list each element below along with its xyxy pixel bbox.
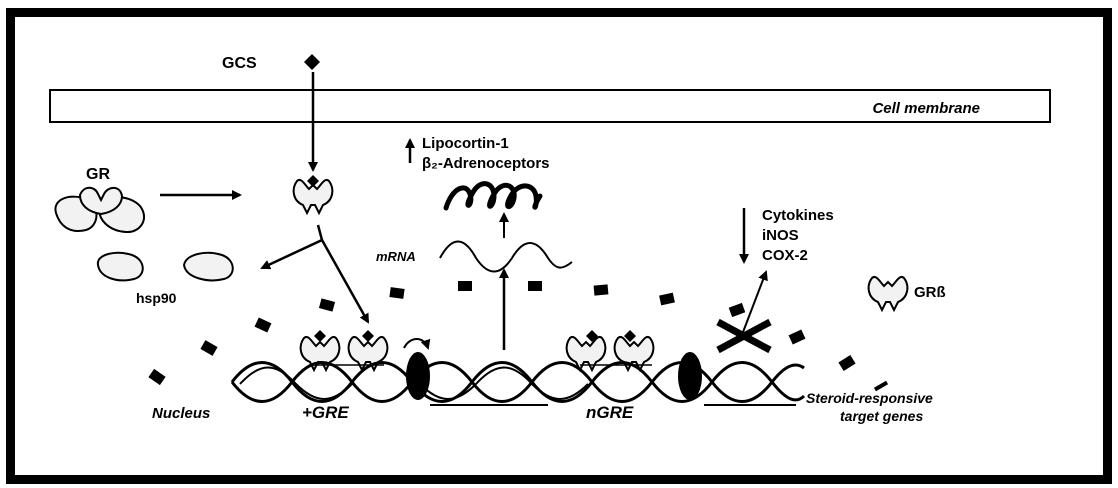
protein-squiggle (446, 184, 540, 208)
mrna-label: mRNA (376, 249, 416, 264)
inos-label: iNOS (762, 227, 799, 244)
hsp90-shape-left (98, 253, 143, 280)
gr-label: GR (86, 166, 110, 183)
dna-helix (232, 363, 804, 402)
hsp90-label: hsp90 (136, 290, 177, 306)
gcs-label: GCS (222, 55, 257, 72)
gr-beta-label: GRß (914, 284, 946, 301)
cytokines-label: Cytokines (762, 207, 834, 224)
steroid-genes-label-line2: target genes (840, 408, 923, 424)
activation-hook-arrow (404, 339, 428, 348)
transcription-block-mark (718, 322, 770, 350)
mrna-wave (440, 242, 572, 272)
adrenoceptors-label: β₂-Adrenoceptors (422, 155, 550, 172)
lipocortin-label: Lipocortin-1 (422, 135, 509, 152)
gr-beta-receptor (869, 277, 908, 310)
ngre-label: nGRE (586, 403, 634, 422)
hsp90-release-arrow (262, 225, 322, 268)
gcs-molecule (304, 54, 320, 70)
nucleus-label: Nucleus (152, 405, 210, 422)
steroid-genes-label-line1: Steroid-responsive (806, 390, 933, 406)
gr-hsp90-complex (55, 188, 144, 232)
hsp90-shape-right (184, 253, 233, 280)
dna-binding-block-left (406, 352, 430, 400)
cell-membrane-label: Cell membrane (872, 100, 980, 117)
activated-gr (294, 175, 333, 213)
dna-binding-block-right (678, 352, 702, 400)
pos-gre-label: +GRE (302, 403, 349, 422)
cox2-label: COX-2 (762, 247, 808, 264)
